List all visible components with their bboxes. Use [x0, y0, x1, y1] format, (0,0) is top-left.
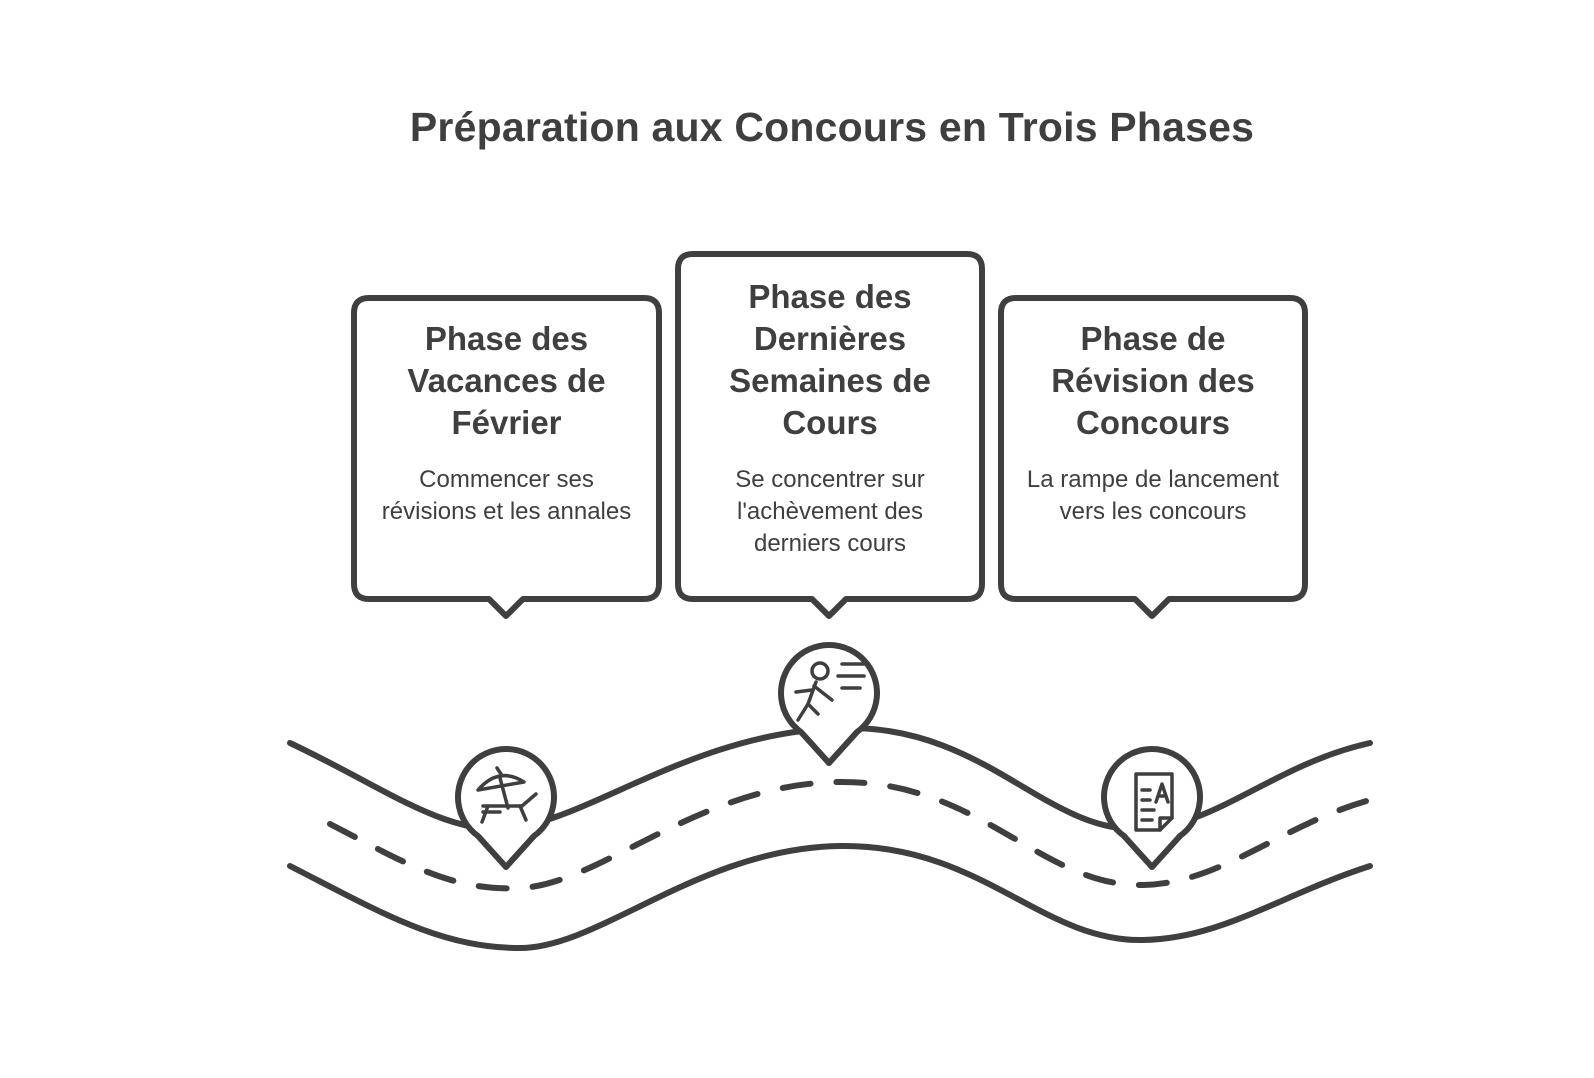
- road-center-dashes: [327, 778, 1373, 892]
- running-person-icon: [794, 661, 866, 722]
- map-pin-1: [455, 746, 557, 870]
- phase-card-2: Phase des Dernières Semaines de Cours Se…: [693, 276, 967, 560]
- page-title: Préparation aux Concours en Trois Phases: [409, 104, 1255, 150]
- phase-description-2: Se concentrer sur l'achèvement des derni…: [735, 466, 925, 557]
- phase-card-1: Phase des Vacances de Février Commencer …: [369, 318, 644, 528]
- phase-description-3: La rampe de lancement vers les concours: [1026, 466, 1280, 525]
- phase-title-3: Phase de Révision des Concours: [1051, 320, 1255, 441]
- callout-card-1: [351, 295, 662, 619]
- exam-document-icon: [1134, 772, 1174, 832]
- callout-card-3: [998, 295, 1308, 619]
- map-pin-3: [1101, 746, 1203, 870]
- road-bottom-edge: [287, 842, 1373, 951]
- beach-chair-umbrella-icon: [476, 766, 538, 824]
- phase-card-3: Phase de Révision des Concours La rampe …: [1016, 318, 1290, 528]
- phase-title-2: Phase des Dernières Semaines de Cours: [729, 278, 931, 441]
- phase-title-1: Phase des Vacances de Février: [407, 320, 606, 441]
- phase-description-1: Commencer ses révisions et les annales: [381, 466, 632, 525]
- callout-card-2: [675, 251, 985, 619]
